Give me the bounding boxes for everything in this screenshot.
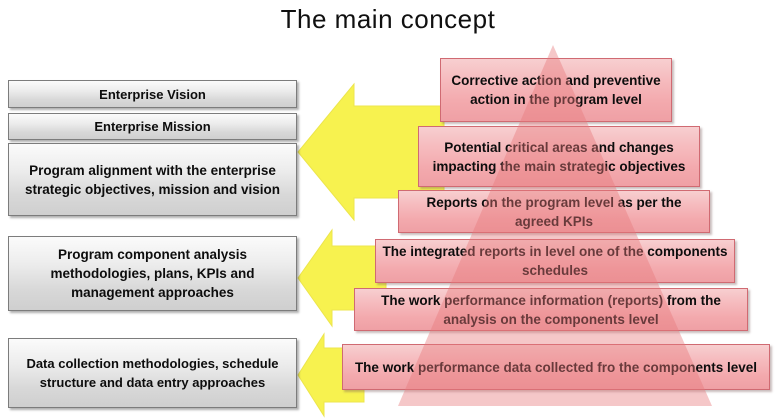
box-work-performance-data[interactable]: The work performance data collected fro … (342, 344, 770, 390)
box-enterprise-vision-label: Enterprise Vision (99, 86, 206, 102)
box-potential-critical-areas[interactable]: Potential critical areas and changes imp… (418, 126, 700, 187)
box-work-performance-data-label: The work performance data collected fro … (354, 359, 758, 375)
box-enterprise-mission-label: Enterprise Mission (94, 119, 211, 134)
box-program-component-analysis-label: Program component analysis methodologies… (50, 247, 255, 300)
box-data-collection-label: Data collection methodologies, schedule … (26, 356, 279, 390)
box-enterprise-mission[interactable]: Enterprise Mission (8, 113, 297, 140)
box-program-alignment[interactable]: Program alignment with the enterprise st… (8, 143, 297, 216)
box-integrated-reports-label: The integrated reports in level one of t… (382, 244, 728, 278)
page-title: The main concept (280, 4, 496, 34)
box-enterprise-vision[interactable]: Enterprise Vision (8, 80, 297, 108)
box-potential-critical-areas-label: Potential critical areas and changes imp… (432, 139, 686, 174)
box-program-component-analysis[interactable]: Program component analysis methodologies… (8, 236, 297, 311)
box-program-level-reports[interactable]: Reports on the program level as per the … (398, 190, 710, 233)
box-corrective-preventive-action-label: Corrective action and preventive action … (451, 73, 661, 107)
box-data-collection[interactable]: Data collection methodologies, schedule … (8, 338, 297, 408)
box-work-performance-information[interactable]: The work performance information (report… (354, 288, 748, 331)
box-program-level-reports-label: Reports on the program level as per the … (426, 194, 682, 229)
box-corrective-preventive-action[interactable]: Corrective action and preventive action … (440, 58, 672, 122)
box-integrated-reports[interactable]: The integrated reports in level one of t… (375, 239, 735, 283)
box-program-alignment-label: Program alignment with the enterprise st… (24, 162, 281, 197)
box-work-performance-information-label: The work performance information (report… (381, 292, 721, 327)
